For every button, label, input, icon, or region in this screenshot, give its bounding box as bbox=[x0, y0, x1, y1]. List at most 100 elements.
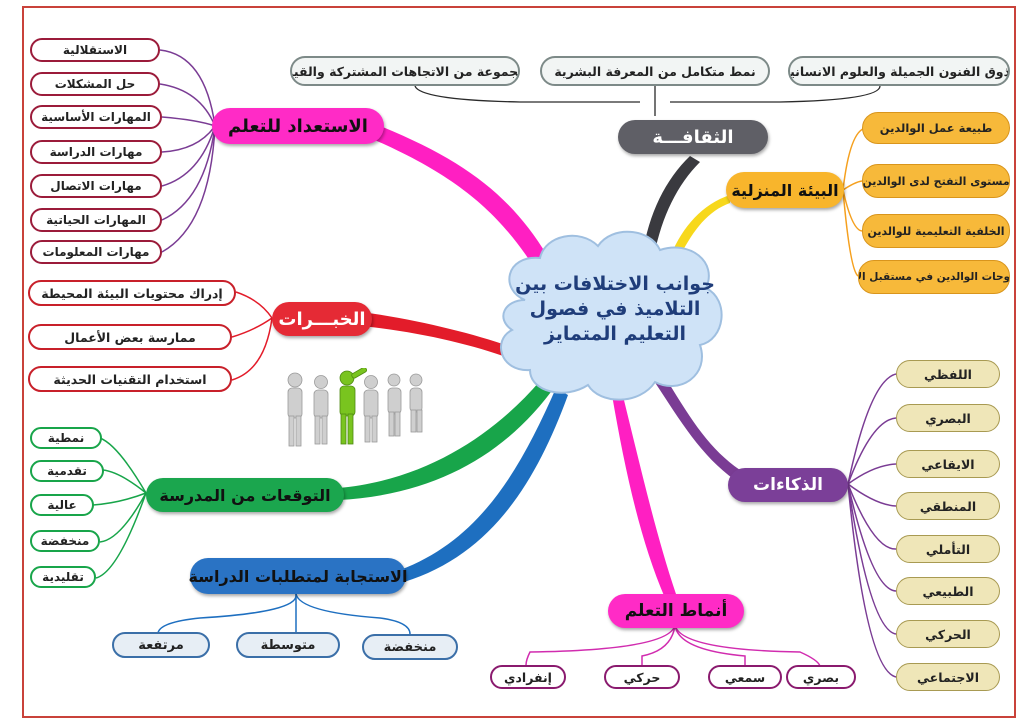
intelligences-connectors bbox=[847, 373, 897, 678]
branch-home[interactable]: البيئة المنزلية bbox=[726, 172, 844, 208]
styles-connectors bbox=[525, 624, 821, 667]
readiness-item-2[interactable]: حل المشكلات bbox=[30, 72, 160, 96]
styles-item-3[interactable]: سمعي bbox=[708, 665, 782, 689]
center-cloud bbox=[500, 230, 723, 401]
branch-culture[interactable]: الثقافـــة bbox=[618, 120, 768, 154]
school-item-2[interactable]: تقدمية bbox=[30, 460, 104, 482]
branch-ribbon-experiences bbox=[362, 312, 520, 360]
center-line-3: التعليم المتمايز bbox=[543, 323, 687, 345]
school-connectors bbox=[92, 437, 147, 579]
connector-sch-4 bbox=[99, 492, 147, 543]
connector-sch-2 bbox=[102, 469, 147, 494]
intelligences-item-2[interactable]: البصري bbox=[896, 404, 1000, 432]
readiness-item-4[interactable]: مهارات الدراسة bbox=[30, 140, 162, 164]
connector-readiness-6 bbox=[161, 125, 216, 221]
connector-exp-2 bbox=[231, 317, 273, 338]
home-connectors bbox=[842, 127, 867, 277]
intelligences-item-3[interactable]: الايقاعي bbox=[896, 450, 1000, 478]
connector-exp-1 bbox=[235, 291, 273, 319]
connector-readiness-4 bbox=[161, 125, 216, 153]
connector-sch-3 bbox=[92, 492, 147, 506]
connector-readiness-7 bbox=[161, 125, 216, 253]
intelligences-item-6[interactable]: الطبيعي bbox=[896, 577, 1000, 605]
readiness-connectors bbox=[159, 49, 216, 253]
intelligences-item-4[interactable]: المنطقي bbox=[896, 492, 1000, 520]
readiness-item-7[interactable]: مهارات المعلومات bbox=[30, 240, 162, 264]
school-item-4[interactable]: منخفضة bbox=[30, 530, 100, 552]
connector-int-5 bbox=[847, 483, 897, 550]
intelligences-item-8[interactable]: الاجتماعي bbox=[896, 663, 1000, 691]
connector-exp-3 bbox=[231, 317, 273, 381]
connector-int-8 bbox=[847, 483, 897, 678]
intelligences-item-1[interactable]: اللفظي bbox=[896, 360, 1000, 388]
center-topic: جوانب الاختلافات بين التلاميذ في فصول ال… bbox=[515, 272, 715, 347]
study-connectors bbox=[157, 593, 411, 635]
intelligences-item-7[interactable]: الحركي bbox=[896, 620, 1000, 648]
center-line-2: التلاميذ في فصول bbox=[529, 298, 701, 320]
branch-ribbon-intelligences bbox=[652, 372, 740, 480]
connector-culture-3 bbox=[670, 85, 881, 103]
branch-learning-readiness[interactable]: الاستعداد للتعلم bbox=[212, 108, 384, 144]
styles-item-1[interactable]: إنفرادي bbox=[490, 665, 566, 689]
intelligences-item-5[interactable]: التأملي bbox=[896, 535, 1000, 563]
connector-int-4 bbox=[847, 483, 897, 507]
readiness-item-6[interactable]: المهارات الحياتية bbox=[30, 208, 162, 232]
connector-readiness-2 bbox=[159, 83, 216, 127]
experiences-item-3[interactable]: استخدام التقنيات الحديثة bbox=[28, 366, 232, 392]
experiences-item-2[interactable]: ممارسة بعض الأعمال bbox=[28, 324, 232, 350]
connector-culture-1 bbox=[414, 85, 640, 103]
branch-ribbon-culture bbox=[642, 156, 700, 262]
school-item-5[interactable]: تقليدية bbox=[30, 566, 96, 588]
connector-sch-1 bbox=[99, 437, 147, 494]
connector-sty-3 bbox=[674, 624, 746, 666]
culture-item-3[interactable]: مجموعة من الاتجاهات المشتركة والقيم bbox=[290, 56, 520, 86]
connector-int-3 bbox=[847, 463, 897, 485]
experiences-item-1[interactable]: إدراك محتويات البيئة المحيطة bbox=[28, 280, 236, 306]
culture-item-1[interactable]: تذوق الفنون الجميلة والعلوم الانسانية bbox=[788, 56, 1010, 86]
culture-item-2[interactable]: نمط متكامل من المعرفة البشرية bbox=[540, 56, 770, 86]
study-item-3[interactable]: منخفضة bbox=[362, 634, 458, 660]
home-item-2[interactable]: مستوى التفتح لدى الوالدين bbox=[862, 164, 1010, 198]
branch-school-expectations[interactable]: التوقعات من المدرسة bbox=[146, 478, 344, 512]
connector-sch-5 bbox=[95, 492, 147, 579]
connector-readiness-5 bbox=[161, 125, 216, 187]
branch-ribbon-school bbox=[338, 375, 556, 500]
home-item-3[interactable]: الخلفية التعليمية للوالدين bbox=[862, 214, 1010, 248]
branch-experiences[interactable]: الخبـــرات bbox=[272, 302, 372, 336]
styles-item-2[interactable]: حركي bbox=[604, 665, 680, 689]
branch-study-response[interactable]: الاستجابة لمتطلبات الدراسة bbox=[189, 558, 407, 594]
branch-learning-styles[interactable]: أنماط التعلم bbox=[608, 594, 744, 628]
connector-home-2 bbox=[842, 180, 863, 191]
people-illustration-icon bbox=[287, 368, 423, 447]
school-item-3[interactable]: عالية bbox=[30, 494, 94, 516]
home-item-1[interactable]: طبيعة عمل الوالدين bbox=[862, 112, 1010, 144]
connector-readiness-1 bbox=[159, 49, 216, 127]
connector-study-1 bbox=[157, 593, 297, 634]
connector-home-4 bbox=[842, 189, 859, 277]
readiness-item-5[interactable]: مهارات الاتصال bbox=[30, 174, 162, 198]
study-item-2[interactable]: متوسطة bbox=[236, 632, 340, 658]
experiences-connectors bbox=[231, 291, 273, 381]
study-item-1[interactable]: مرتفعة bbox=[112, 632, 210, 658]
readiness-item-3[interactable]: المهارات الأساسية bbox=[30, 105, 162, 129]
home-item-4[interactable]: طموحات الوالدين في مستقبل الأبن bbox=[858, 260, 1010, 294]
connector-int-7 bbox=[847, 483, 897, 635]
connector-study-3 bbox=[295, 593, 411, 635]
connector-readiness-3 bbox=[161, 116, 216, 127]
branch-intelligences[interactable]: الذكاءات bbox=[728, 468, 848, 502]
connector-sty-4 bbox=[674, 624, 821, 667]
school-item-1[interactable]: نمطية bbox=[30, 427, 102, 449]
styles-item-4[interactable]: بصري bbox=[786, 665, 856, 689]
connector-int-2 bbox=[847, 417, 897, 485]
connector-sty-1 bbox=[525, 624, 676, 666]
readiness-item-1[interactable]: الاستقلالية bbox=[30, 38, 160, 62]
connector-int-6 bbox=[847, 483, 897, 592]
connector-home-3 bbox=[842, 189, 863, 232]
connector-int-1 bbox=[847, 373, 897, 485]
branch-ribbon-study bbox=[400, 388, 568, 582]
branch-ribbon-styles bbox=[612, 392, 676, 598]
culture-connectors bbox=[414, 85, 881, 116]
connector-sty-2 bbox=[641, 624, 676, 666]
